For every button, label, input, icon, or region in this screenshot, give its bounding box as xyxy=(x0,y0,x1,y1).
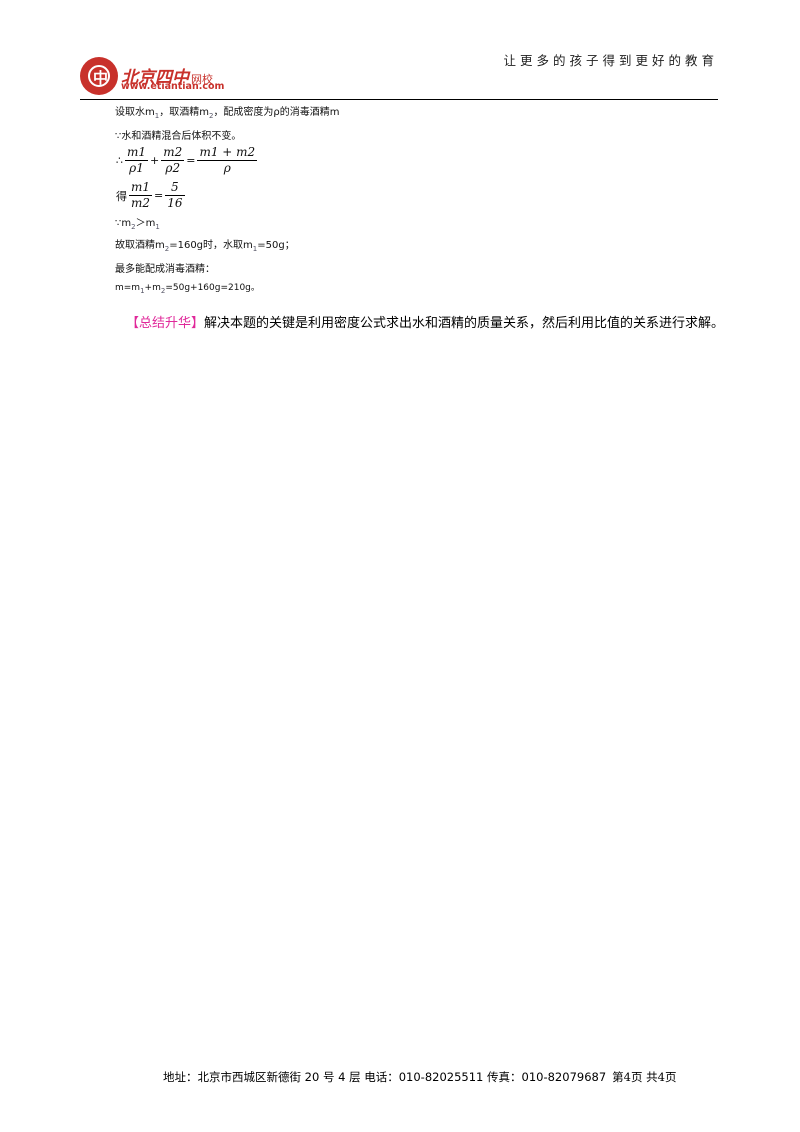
fraction-denominator: ρ1 xyxy=(129,161,144,175)
solution-line-5: ∵m2＞m1 xyxy=(115,214,160,231)
sol-text: ，取酒精m xyxy=(159,107,209,118)
sol-text: ，配成密度为ρ的消毒酒精m xyxy=(213,107,340,118)
therefore-symbol: ∴ xyxy=(116,154,123,167)
sol-sub: 2 xyxy=(160,287,166,295)
sol-sub: 1 xyxy=(140,287,145,295)
fraction-denominator: m2 xyxy=(131,196,151,210)
sol-sub: 2 xyxy=(208,112,214,120)
equals-sign: = xyxy=(154,189,164,202)
solution-line-8: m=m1+m2=50g+160g=210g。 xyxy=(115,280,260,295)
sol-text: 设取水m xyxy=(115,107,155,118)
summary-tag: 【总结升华】 xyxy=(126,316,205,331)
sol-text: m=m xyxy=(115,283,141,293)
page-footer: 地址：北京市西城区新德街 20 号 4 层 电话：010-82025511 传真… xyxy=(163,1069,676,1085)
header-divider xyxy=(80,99,718,100)
fraction-numerator: m1 xyxy=(129,180,153,196)
equals-sign: = xyxy=(186,154,196,167)
fraction-numerator: m1 xyxy=(125,145,149,161)
sol-sub: 2 xyxy=(131,223,136,231)
logo-emblem-glyph: 中 xyxy=(93,69,109,87)
sol-text: ＞m xyxy=(135,218,156,229)
sol-text: ∵m xyxy=(115,218,132,229)
sol-text: =50g； xyxy=(257,240,295,251)
summary-paragraph: 【总结升华】解决本题的关键是利用密度公式求出水和酒精的质量关系，然后利用比值的关… xyxy=(126,312,724,331)
fraction-denominator: ρ xyxy=(223,161,231,175)
fraction-denominator: 16 xyxy=(167,196,183,210)
fraction-numerator: 5 xyxy=(165,180,185,196)
solution-line-2: ∵水和酒精混合后体积不变。 xyxy=(115,131,242,142)
sol-text: 得 xyxy=(116,189,127,203)
sol-sub: 1 xyxy=(154,112,160,120)
school-logo: 中 北京四中网校 www.etiantian.com xyxy=(80,57,320,99)
logo-emblem-icon: 中 xyxy=(80,57,118,95)
footer-address: 地址：北京市西城区新德街 20 号 4 层 电话：010-82025511 传真… xyxy=(163,1070,607,1084)
solution-line-1: 设取水m1，取酒精m2，配成密度为ρ的消毒酒精m xyxy=(115,103,340,120)
sol-sub: 2 xyxy=(164,245,170,253)
solution-line-7: 最多能配成消毒酒精： xyxy=(115,264,215,275)
footer-page-number: 第4页 共4页 xyxy=(612,1070,677,1084)
sol-sub: 1 xyxy=(155,223,160,231)
plus-sign: + xyxy=(150,154,160,167)
sol-text: +m xyxy=(144,283,161,293)
sol-sub: 1 xyxy=(252,245,258,253)
sol-text: =160g时，水取m xyxy=(169,240,253,251)
sol-text: 故取酒精m xyxy=(115,240,165,251)
fraction-numerator: m2 xyxy=(161,145,185,161)
header-slogan: 让更多的孩子得到更好的教育 xyxy=(503,53,718,68)
sol-text: =50g+160g=210g。 xyxy=(165,283,260,293)
logo-url: www.etiantian.com xyxy=(121,81,225,92)
page-header: 中 北京四中网校 www.etiantian.com 让更多的孩子得到更好的教育 xyxy=(0,0,800,100)
logo-school-name: 北京四中网校 xyxy=(121,63,213,88)
fraction-denominator: ρ2 xyxy=(165,161,181,175)
summary-text: 解决本题的关键是利用密度公式求出水和酒精的质量关系，然后利用比值的关系进行求解。 xyxy=(204,316,725,331)
solution-line-6: 故取酒精m2=160g时，水取m1=50g； xyxy=(115,236,295,253)
logo-name-text: 北京四中 xyxy=(121,68,189,88)
fraction-numerator: m1 + m2 xyxy=(197,145,258,161)
logo-net-text: 网校 xyxy=(191,73,213,86)
